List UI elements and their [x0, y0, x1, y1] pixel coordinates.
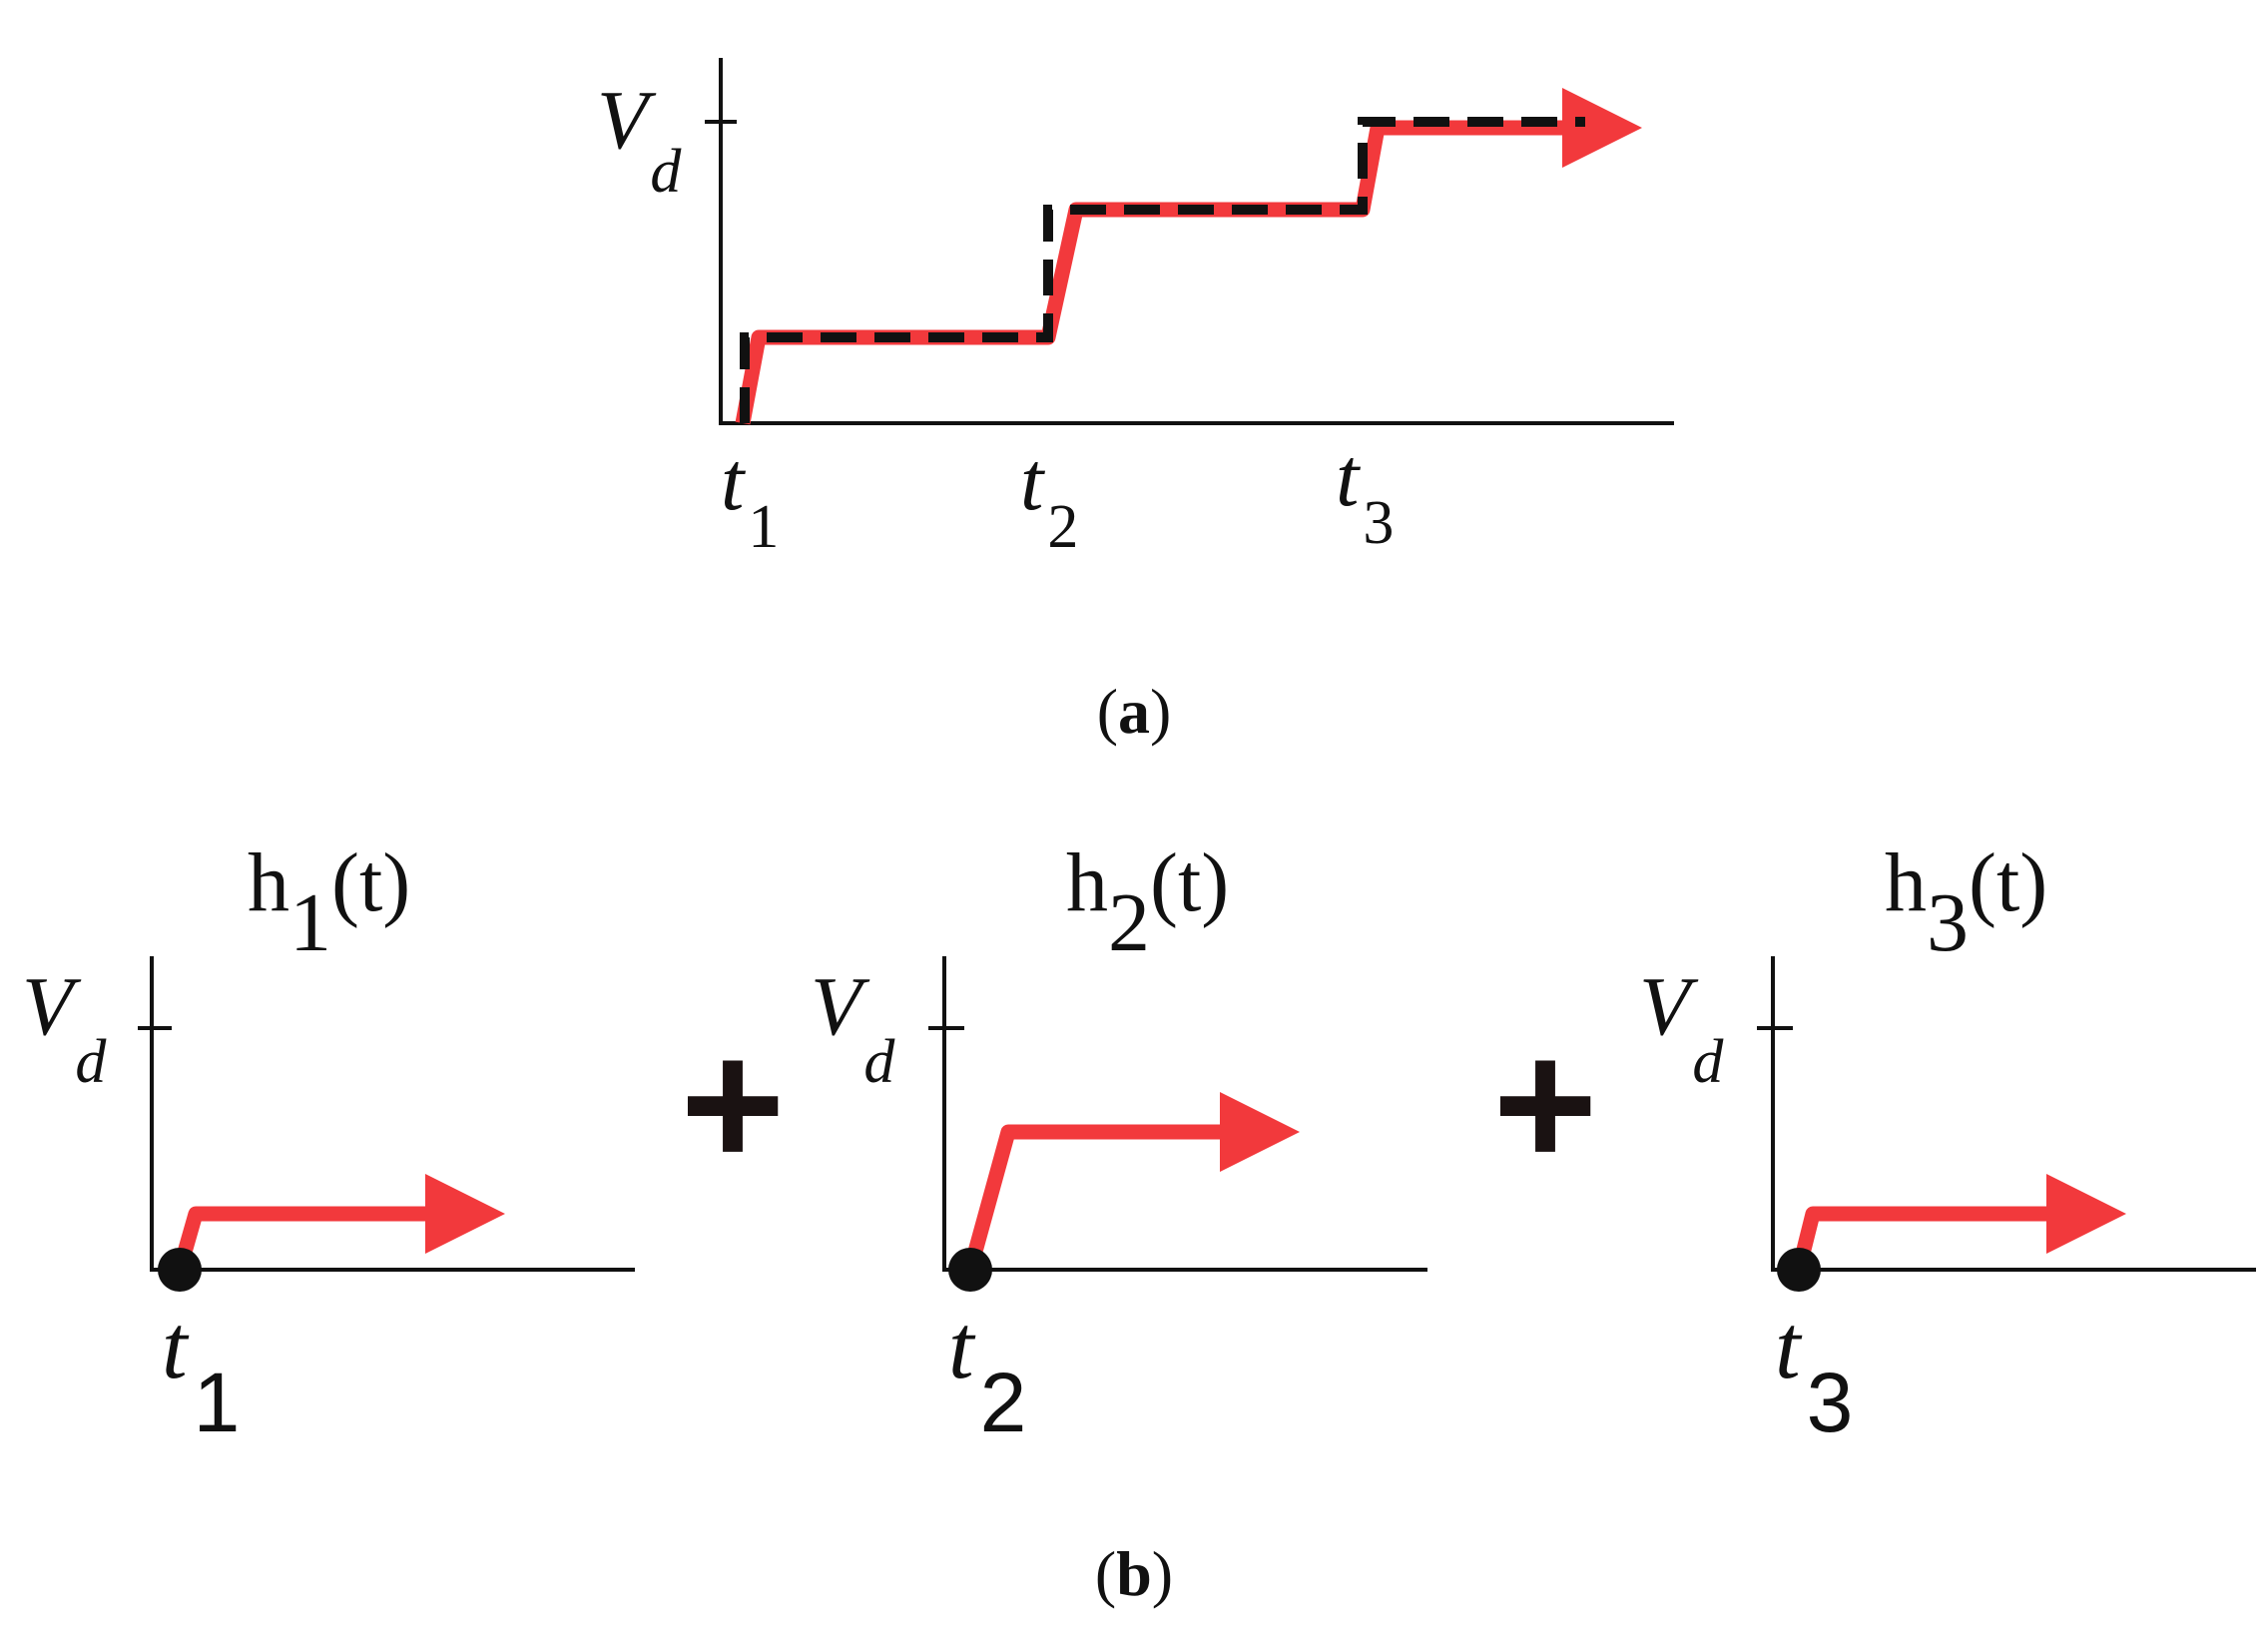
panel-a-tick-t3-main: t — [1336, 431, 1362, 524]
svg-text:t1: t1 — [162, 1296, 240, 1449]
plot-h1-start-dot — [158, 1248, 202, 1292]
plot-h2-ylabel-main: V — [811, 960, 870, 1053]
panel-a-ylabel-sub: d — [650, 138, 682, 206]
panel-a-tick-t2-sub: 2 — [1047, 493, 1078, 561]
svg-text:Vd: Vd — [811, 960, 895, 1096]
panel-b: h1(t) Vd t1 + h2(t) — [22, 836, 2256, 1609]
plot-h3-tick-sub: 3 — [1807, 1356, 1854, 1449]
panel-a: Vd t1 t2 t3 (a) — [597, 58, 1674, 747]
svg-text:Vd: Vd — [597, 74, 682, 206]
svg-text:t2: t2 — [948, 1296, 1026, 1449]
plot-h3-ylabel-sub: d — [1692, 1028, 1724, 1096]
plot-h3-tick-main: t — [1775, 1296, 1803, 1397]
plot-h1-ylabel-main: V — [22, 960, 82, 1053]
svg-text:Vd: Vd — [22, 960, 107, 1096]
plot-h2-tick-main: t — [948, 1296, 976, 1397]
panel-a-caption: (a) — [1097, 676, 1172, 747]
svg-text:t3: t3 — [1336, 431, 1394, 557]
plot-h3: h3(t) Vd t3 — [1639, 836, 2256, 1449]
svg-text:Vd: Vd — [1639, 960, 1724, 1096]
plot-h2-start-dot — [948, 1248, 992, 1292]
plus-sign-1: + — [680, 1004, 785, 1205]
panel-a-tick-t2-main: t — [1020, 435, 1046, 528]
plot-h2-ylabel-sub: d — [863, 1028, 895, 1096]
plot-h2-tick-sub: 2 — [980, 1356, 1027, 1449]
plot-h2: h2(t) Vd t2 — [811, 836, 1427, 1449]
plot-h2-title: h2(t) — [1066, 836, 1229, 969]
plot-h3-step-curve — [1791, 1174, 2126, 1272]
panel-a-response-curve — [735, 88, 1642, 425]
plot-h1: h1(t) Vd t1 — [22, 836, 635, 1449]
plot-h1-ylabel-sub: d — [75, 1028, 107, 1096]
panel-a-tick-t1-sub: 1 — [748, 493, 779, 561]
plot-h1-tick-main: t — [162, 1296, 190, 1397]
plot-h3-start-dot — [1777, 1248, 1821, 1292]
plot-h1-title: h1(t) — [248, 836, 410, 969]
panel-a-staircase-reference — [740, 117, 1585, 423]
plot-h1-tick-sub: 1 — [194, 1356, 241, 1449]
plot-h2-step-curve — [962, 1092, 1300, 1272]
svg-text:t1: t1 — [721, 435, 779, 561]
svg-text:t2: t2 — [1020, 435, 1078, 561]
panel-a-ylabel-main: V — [597, 74, 657, 167]
svg-text:t3: t3 — [1775, 1296, 1853, 1449]
plot-h1-step-curve — [172, 1174, 505, 1273]
plot-h3-ylabel-main: V — [1639, 960, 1699, 1053]
plus-sign-2: + — [1492, 1004, 1597, 1205]
panel-a-tick-t1-main: t — [721, 435, 747, 528]
panel-b-caption: (b) — [1095, 1538, 1173, 1609]
panel-a-tick-t3-sub: 3 — [1363, 489, 1394, 557]
plot-h3-title: h3(t) — [1885, 836, 2047, 969]
